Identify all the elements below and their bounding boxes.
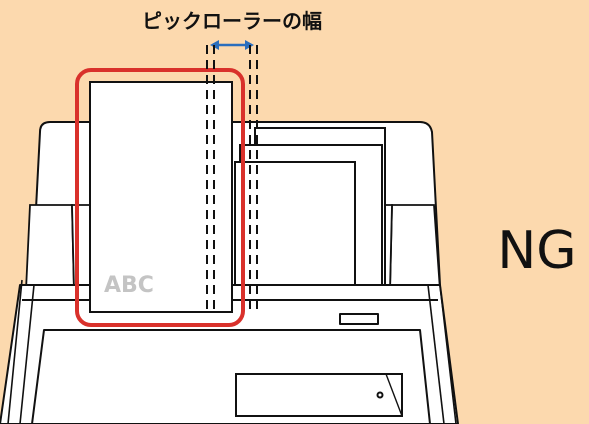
highlight-frame bbox=[75, 68, 245, 327]
tray-slot bbox=[235, 373, 403, 417]
left-guide bbox=[7, 279, 457, 424]
front-document: ABC bbox=[89, 81, 233, 313]
width-arrow bbox=[210, 40, 254, 50]
document-text: ABC bbox=[104, 273, 154, 298]
paper-stack bbox=[234, 127, 386, 309]
pick-roller-width-label: ピックローラーの幅 bbox=[142, 9, 322, 33]
ng-label: NG bbox=[497, 221, 576, 281]
